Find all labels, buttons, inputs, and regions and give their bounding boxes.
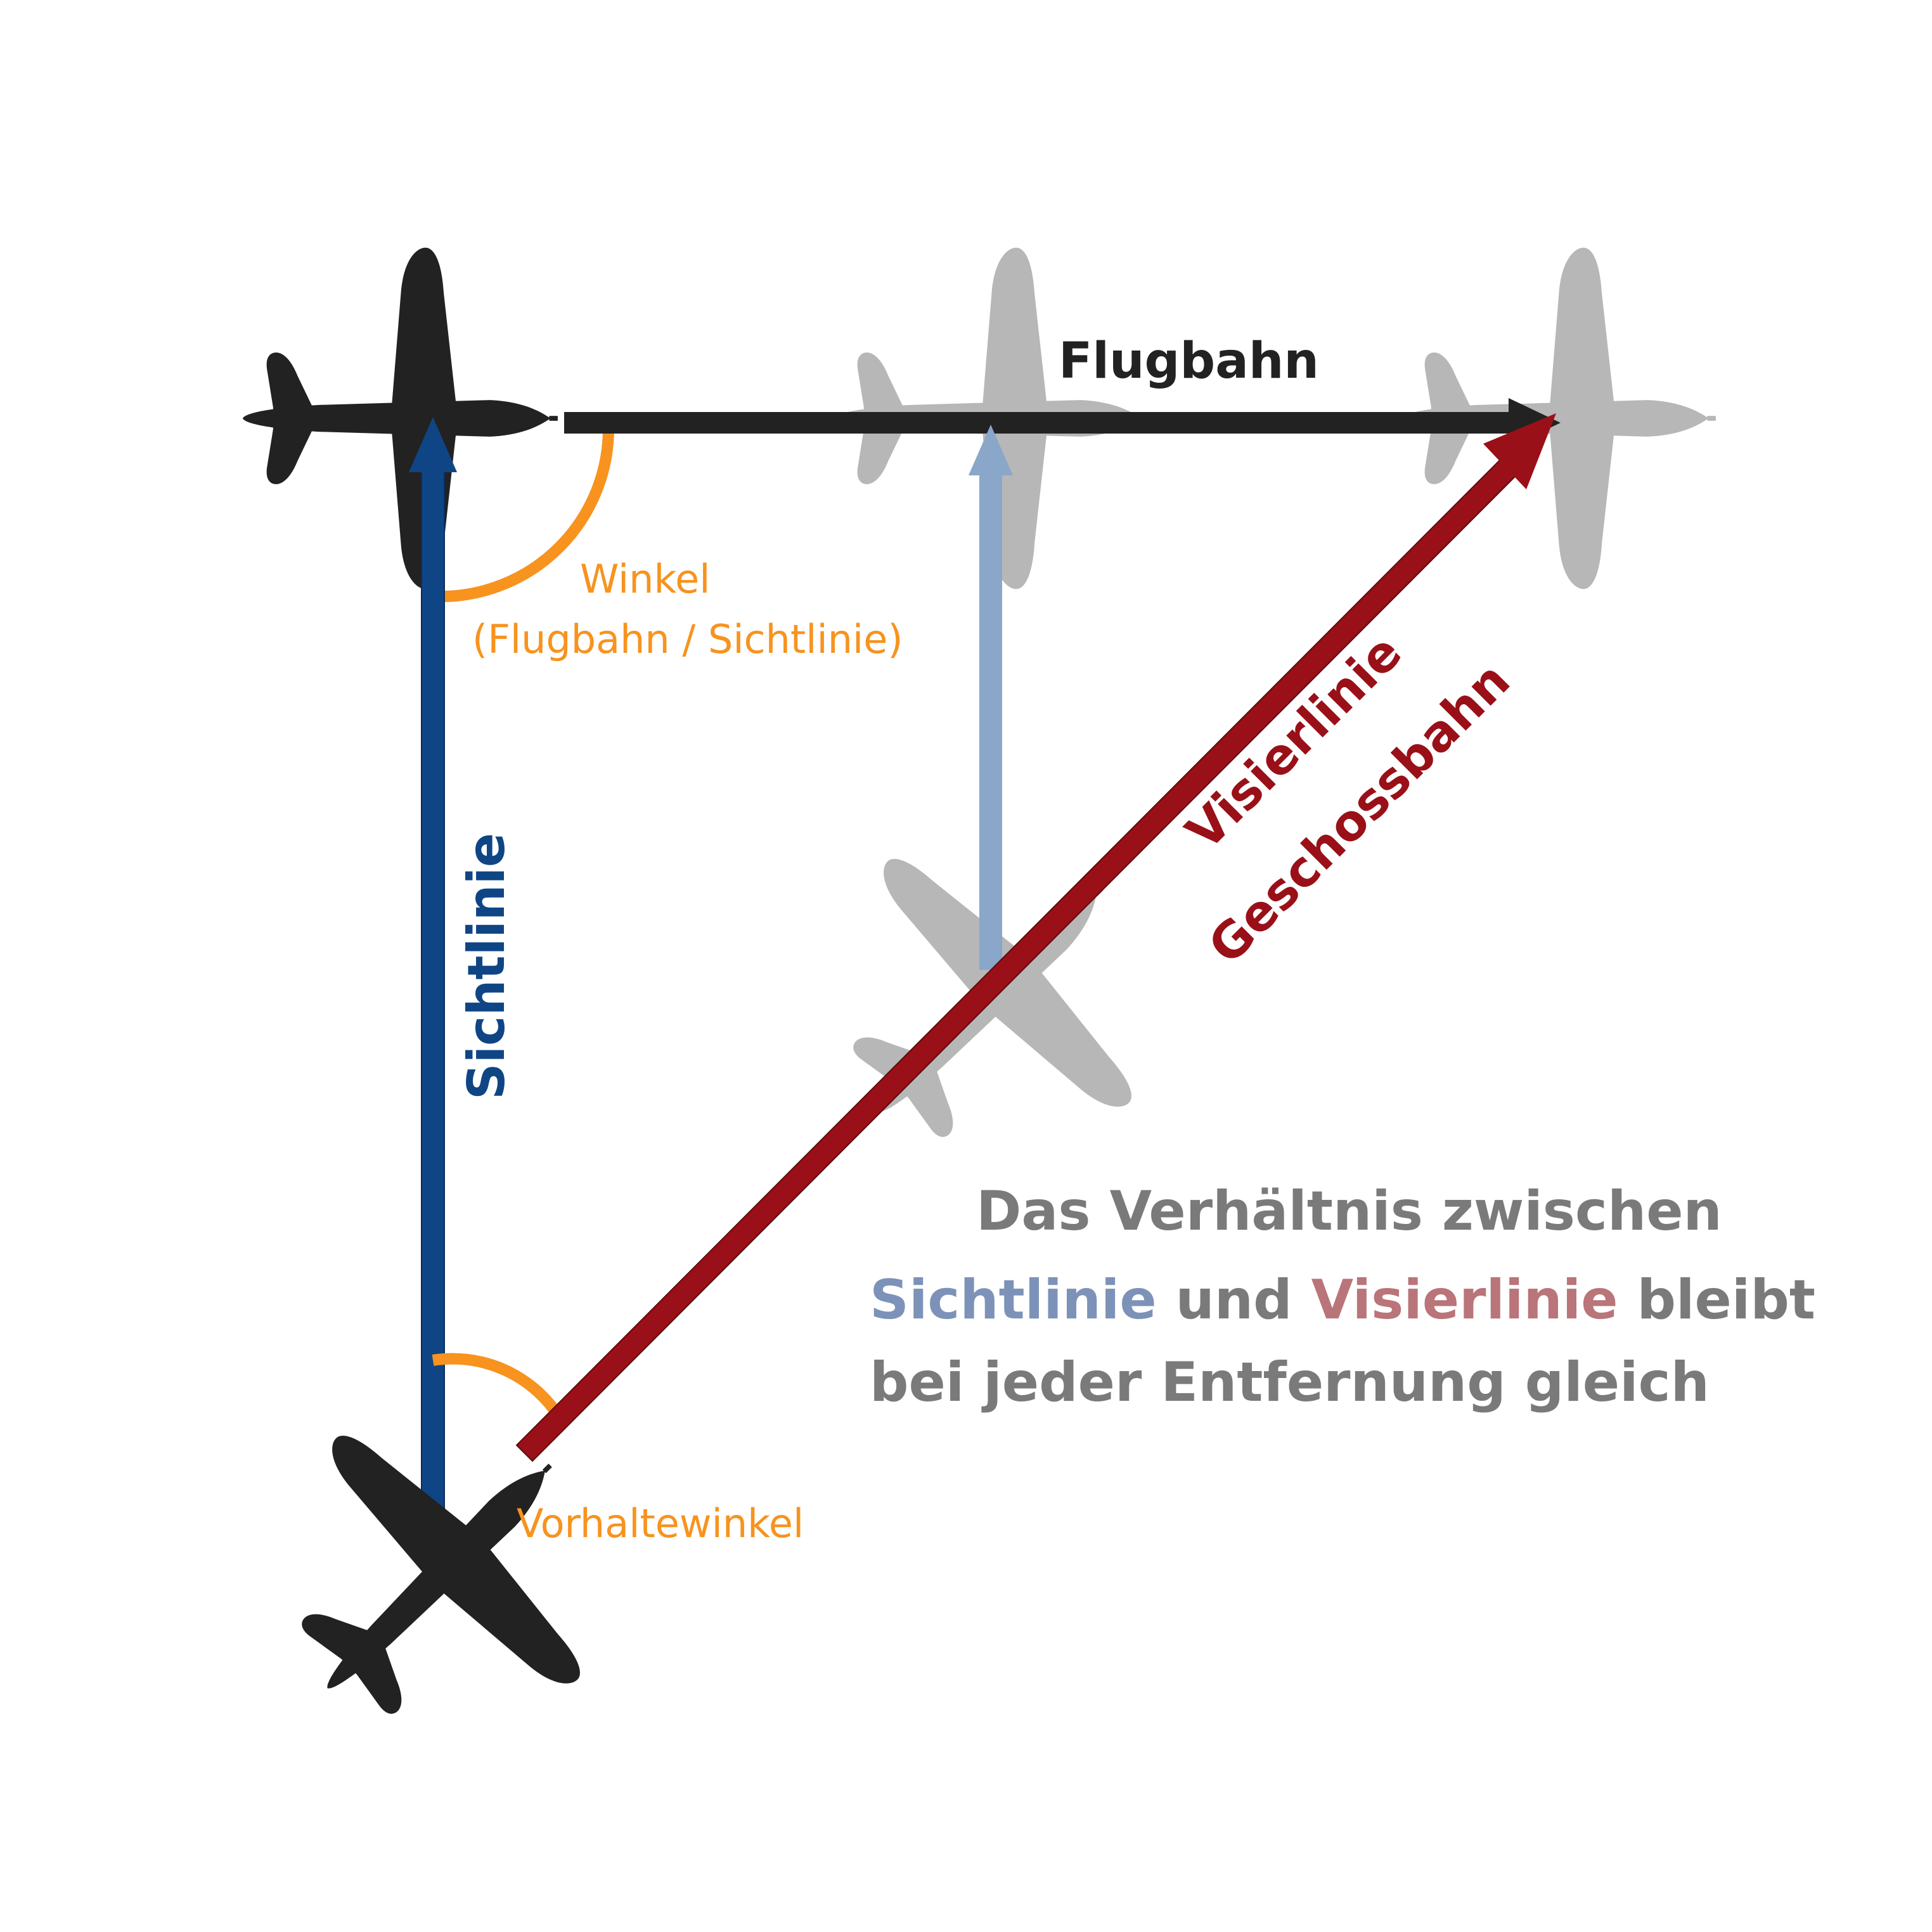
- lead-angle-label: Vorhaltewinkel: [517, 1500, 804, 1547]
- statement-line1: Das Verhältnis zwischen: [976, 1180, 1722, 1243]
- angle-arc-flightpath-sightline: [440, 428, 614, 602]
- angle-label-line2: (Flugbahn / Sichtlinie): [472, 616, 903, 662]
- statement-line3: bei jeder Entfernung gleich: [870, 1351, 1710, 1414]
- line-of-sight-label: Sichtlinie: [457, 833, 516, 1100]
- statement-remains-word: bleibt: [1618, 1268, 1815, 1332]
- angle-label-line1: Winkel: [580, 556, 711, 602]
- statement-and-word: und: [1157, 1268, 1311, 1332]
- line-of-sight-arrow-faded: [969, 425, 1013, 970]
- statement-aimline-word: Visierlinie: [1311, 1268, 1618, 1332]
- line-of-sight-arrow: [409, 417, 457, 1516]
- target-plane: [242, 247, 558, 589]
- angle-arc-lead: [432, 1353, 560, 1414]
- statement-line2: Sichtlinie und Visierlinie bleibt: [870, 1268, 1815, 1332]
- aim-line-arrow: [515, 413, 1556, 1462]
- airplane-icon: [242, 247, 558, 589]
- statement-sightline-word: Sichtlinie: [870, 1268, 1157, 1332]
- flight-path-label: Flugbahn: [1059, 333, 1319, 390]
